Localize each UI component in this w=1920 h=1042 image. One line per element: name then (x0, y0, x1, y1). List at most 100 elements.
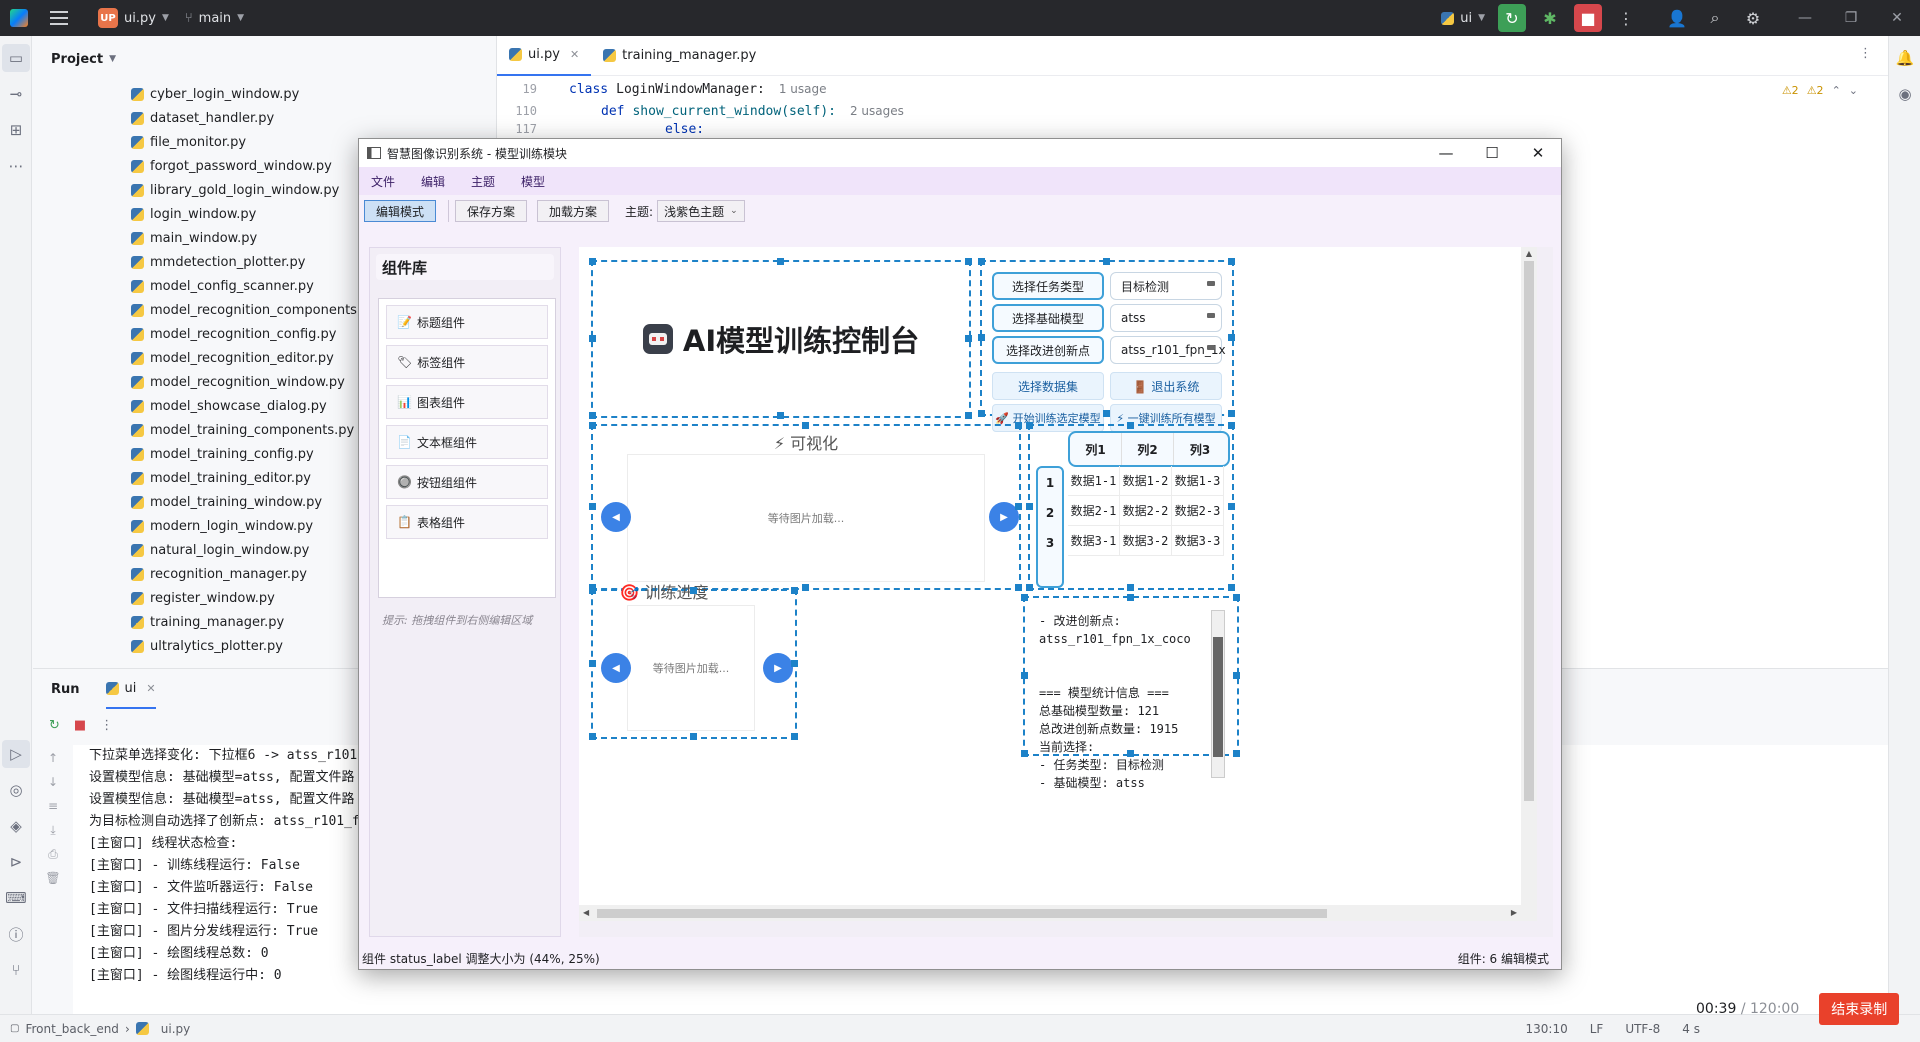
file-item[interactable]: model_training_config.py (33, 442, 495, 466)
next-image-button[interactable]: ▶ (989, 502, 1019, 532)
log-text[interactable]: - 改进创新点: atss_r101_fpn_1x_coco === 模型统计信… (1039, 614, 1191, 790)
task-type-combo[interactable]: 目标检测 (1110, 272, 1222, 300)
resize-handle[interactable] (1021, 672, 1028, 679)
resize-handle[interactable] (1228, 422, 1235, 429)
edit-mode-button[interactable]: 编辑模式 (364, 200, 437, 222)
resize-handle[interactable] (1103, 410, 1110, 417)
table-cell[interactable]: 数据1-2 (1120, 466, 1172, 496)
file-item[interactable]: ultralytics_plotter.py (33, 634, 495, 658)
resize-handle[interactable] (965, 335, 972, 342)
run-icon[interactable]: ▷ (2, 740, 30, 768)
library-item[interactable]: 📋表格组件 (386, 505, 548, 539)
resize-handle[interactable] (1127, 750, 1134, 757)
notifications-icon[interactable]: 🔔 (1895, 49, 1915, 67)
usage-hint[interactable]: 2 usages (849, 104, 904, 118)
resize-handle[interactable] (1228, 503, 1235, 510)
rerun-icon[interactable]: ↻ (1498, 4, 1526, 32)
close-icon[interactable]: ✕ (1891, 10, 1903, 26)
resize-handle[interactable] (1127, 584, 1134, 591)
resize-handle[interactable] (589, 660, 596, 667)
resize-handle[interactable] (1021, 594, 1028, 601)
file-item[interactable]: model_recognition_editor.py (33, 346, 495, 370)
table-cell[interactable]: 数据3-3 (1172, 526, 1224, 556)
library-item[interactable]: 📊图表组件 (386, 385, 548, 419)
minimize-icon[interactable]: — (1798, 10, 1812, 26)
library-item[interactable]: 📝标题组件 (386, 305, 548, 339)
tab-training-manager[interactable]: training_manager.py (591, 36, 768, 76)
select-base-model-button[interactable]: 选择基础模型 (992, 304, 1104, 332)
minimize-icon[interactable]: — (1438, 144, 1454, 162)
button-group-component[interactable]: 选择任务类型 目标检测 选择基础模型 atss 选择改进创新点 atss_r10… (978, 258, 1235, 432)
scroll-up-icon[interactable]: ▲ (1525, 249, 1533, 258)
resize-handle[interactable] (1228, 410, 1235, 417)
library-item[interactable]: 🏷标签组件 (386, 345, 548, 379)
file-item[interactable]: model_recognition_window.py (33, 370, 495, 394)
print-icon[interactable]: ⎙ (48, 847, 58, 861)
resize-handle[interactable] (1015, 584, 1022, 591)
file-item[interactable]: model_config_scanner.py (33, 274, 495, 298)
resize-handle[interactable] (965, 258, 972, 265)
table-cell[interactable]: 数据2-1 (1068, 496, 1120, 526)
scroll-up-icon[interactable]: ↑ (47, 751, 59, 765)
status-file[interactable]: ui.py (160, 1021, 191, 1036)
menu-model[interactable]: 模型 (521, 174, 546, 189)
scroll-left-icon[interactable]: ◀ (583, 908, 590, 917)
file-item[interactable]: forgot_password_window.py (33, 154, 495, 178)
tab-ui-py[interactable]: ui.py ✕ (497, 36, 592, 76)
file-item[interactable]: model_training_window.py (33, 490, 495, 514)
file-encoding[interactable]: UTF-8 (1625, 1021, 1661, 1036)
exit-system-button[interactable]: 🚪 退出系统 (1110, 372, 1222, 400)
soft-wrap-icon[interactable]: ≡ (47, 799, 59, 813)
text-log-component[interactable]: - 改进创新点: atss_r101_fpn_1x_coco === 模型统计信… (1021, 594, 1240, 790)
file-item[interactable]: model_training_editor.py (33, 466, 495, 490)
file-item[interactable]: model_recognition_config.py (33, 322, 495, 346)
resize-handle[interactable] (589, 503, 596, 510)
previous-image-button[interactable]: ◀ (601, 653, 631, 683)
file-item[interactable]: training_manager.py (33, 610, 495, 634)
file-item[interactable]: cyber_login_window.py (33, 82, 495, 106)
library-item[interactable]: 📄文本框组件 (386, 425, 548, 459)
file-item[interactable]: model_recognition_components.py (33, 298, 495, 322)
close-icon[interactable]: ✕ (569, 48, 580, 61)
resize-handle[interactable] (1021, 750, 1028, 757)
file-item[interactable]: library_gold_login_window.py (33, 178, 495, 202)
table-component[interactable]: 列1 列2 列3 1 2 3 数据1-1 数据1-2 数据1-3 数据2-1 数… (1026, 422, 1235, 591)
row-number[interactable]: 3 (1045, 536, 1055, 550)
resize-handle[interactable] (791, 733, 798, 740)
ai-assistant-icon[interactable]: ◉ (1898, 85, 1912, 103)
more-tools-icon[interactable]: ⋯ (8, 157, 24, 175)
inspection-badges[interactable]: ⚠2 ⚠2 ⌃ ⌄ (1782, 84, 1858, 97)
previous-image-button[interactable]: ◀ (601, 502, 631, 532)
resize-handle[interactable] (1026, 422, 1033, 429)
app-titlebar[interactable]: 智慧图像识别系统 - 模型训练模块 — ☐ ✕ (359, 139, 1561, 167)
theme-select[interactable]: 浅紫色主题 ⌄ (657, 200, 745, 222)
scroll-down-icon[interactable]: ↓ (47, 775, 59, 789)
resize-handle[interactable] (978, 334, 985, 341)
log-scrollbar[interactable] (1211, 610, 1225, 778)
rerun-icon[interactable]: ↻ (49, 717, 60, 733)
close-icon[interactable]: ✕ (146, 681, 156, 695)
file-item[interactable]: register_window.py (33, 586, 495, 610)
resize-handle[interactable] (1015, 422, 1022, 429)
stop-recording-button[interactable]: 结束录制 (1819, 993, 1900, 1025)
resize-handle[interactable] (690, 587, 697, 594)
code-area[interactable]: 19 class LoginWindowManager: 1 usage 110… (497, 76, 1888, 137)
structure-icon[interactable]: ⊞ (9, 121, 23, 139)
scroll-right-icon[interactable]: ▶ (1510, 908, 1517, 917)
resize-handle[interactable] (1233, 750, 1240, 757)
file-item[interactable]: natural_login_window.py (33, 538, 495, 562)
terminal-icon[interactable]: ⌨ (5, 889, 27, 907)
table-cell[interactable]: 数据3-1 (1068, 526, 1120, 556)
more-icon[interactable]: ⋮ (1859, 46, 1872, 61)
library-item[interactable]: 🔘按钮组组件 (386, 465, 548, 499)
run-config-selector[interactable]: ui ▼ (1433, 0, 1493, 36)
maximize-icon[interactable]: ☐ (1485, 144, 1499, 162)
scrollbar-thumb[interactable] (597, 909, 1327, 918)
commit-icon[interactable]: ⊸ (9, 85, 23, 103)
resize-handle[interactable] (589, 412, 596, 419)
resize-handle[interactable] (1228, 258, 1235, 265)
resize-handle[interactable] (777, 412, 784, 419)
row-number[interactable]: 1 (1045, 476, 1055, 490)
title-component[interactable]: AI模型训练控制台 (589, 258, 972, 419)
layers-icon[interactable]: ◈ (10, 817, 22, 835)
